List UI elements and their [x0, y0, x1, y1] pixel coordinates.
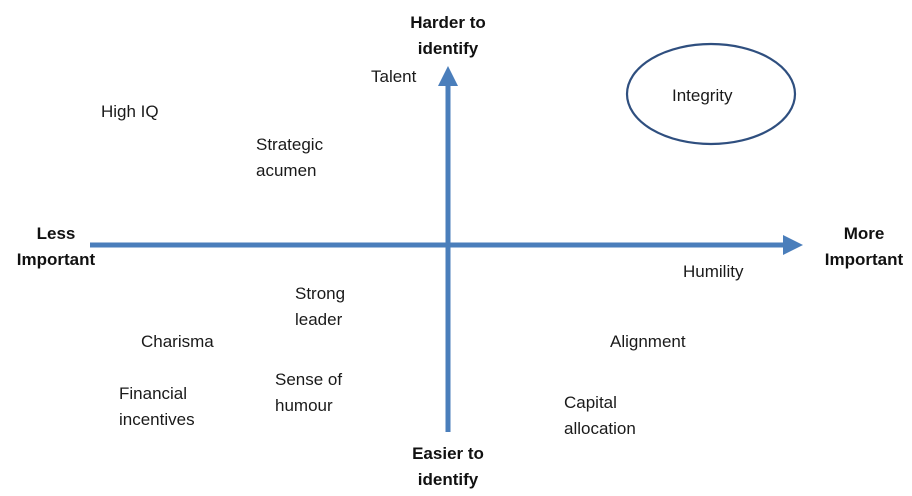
right-axis-label: More Important: [824, 224, 904, 269]
label-financial-incentives: Financial incentives: [119, 384, 195, 429]
label-talent: Talent: [371, 67, 417, 86]
label-high-iq: High IQ: [101, 102, 159, 121]
top-axis-label: Harder to identify: [410, 13, 486, 58]
label-integrity: Integrity: [672, 86, 733, 105]
bottom-axis-label: Easier to identify: [412, 444, 484, 489]
integrity-highlight-ellipse: [625, 42, 797, 146]
label-strategic-acumen: Strategic acumen: [256, 135, 324, 180]
label-humility: Humility: [683, 262, 744, 281]
label-capital-allocation: Capital allocation: [564, 393, 636, 438]
left-axis-label: Less Important: [16, 224, 96, 269]
label-sense-of-humour: Sense of humour: [275, 370, 343, 415]
label-charisma: Charisma: [141, 332, 214, 351]
label-alignment: Alignment: [610, 332, 686, 351]
label-strong-leader: Strong leader: [295, 284, 346, 329]
